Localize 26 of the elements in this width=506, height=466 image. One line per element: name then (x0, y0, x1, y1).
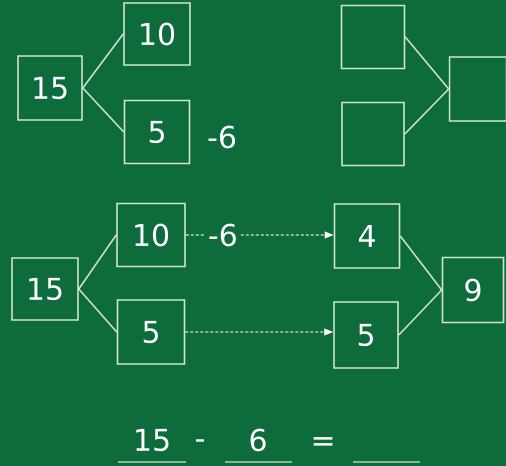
connector-line (404, 88, 450, 135)
equation-term: 15 (136, 428, 168, 452)
equation-term: = (314, 437, 332, 446)
empty-box (341, 102, 405, 166)
number-box: 5 (333, 301, 399, 369)
number-box: 5 (116, 299, 186, 365)
connector-line (404, 36, 450, 90)
edge-label: -6 (204, 220, 241, 250)
number-box: 9 (442, 256, 504, 324)
equation-term: - (196, 439, 204, 442)
number-box: 10 (116, 202, 186, 268)
empty-box (448, 56, 506, 122)
empty-box (340, 4, 406, 70)
connector-line (78, 288, 118, 333)
connector-line (400, 236, 442, 290)
connector-line (82, 87, 124, 133)
number-box: 5 (124, 100, 190, 164)
number-box: 15 (11, 257, 79, 321)
connector-line (398, 289, 442, 336)
equation-term: 6 (250, 428, 266, 452)
number-box: 4 (334, 203, 400, 269)
number-box: 10 (123, 2, 191, 66)
number-box: 15 (17, 55, 83, 121)
connector-line (82, 34, 124, 88)
connector-line (78, 234, 117, 290)
beside-label: -6 (208, 126, 236, 148)
